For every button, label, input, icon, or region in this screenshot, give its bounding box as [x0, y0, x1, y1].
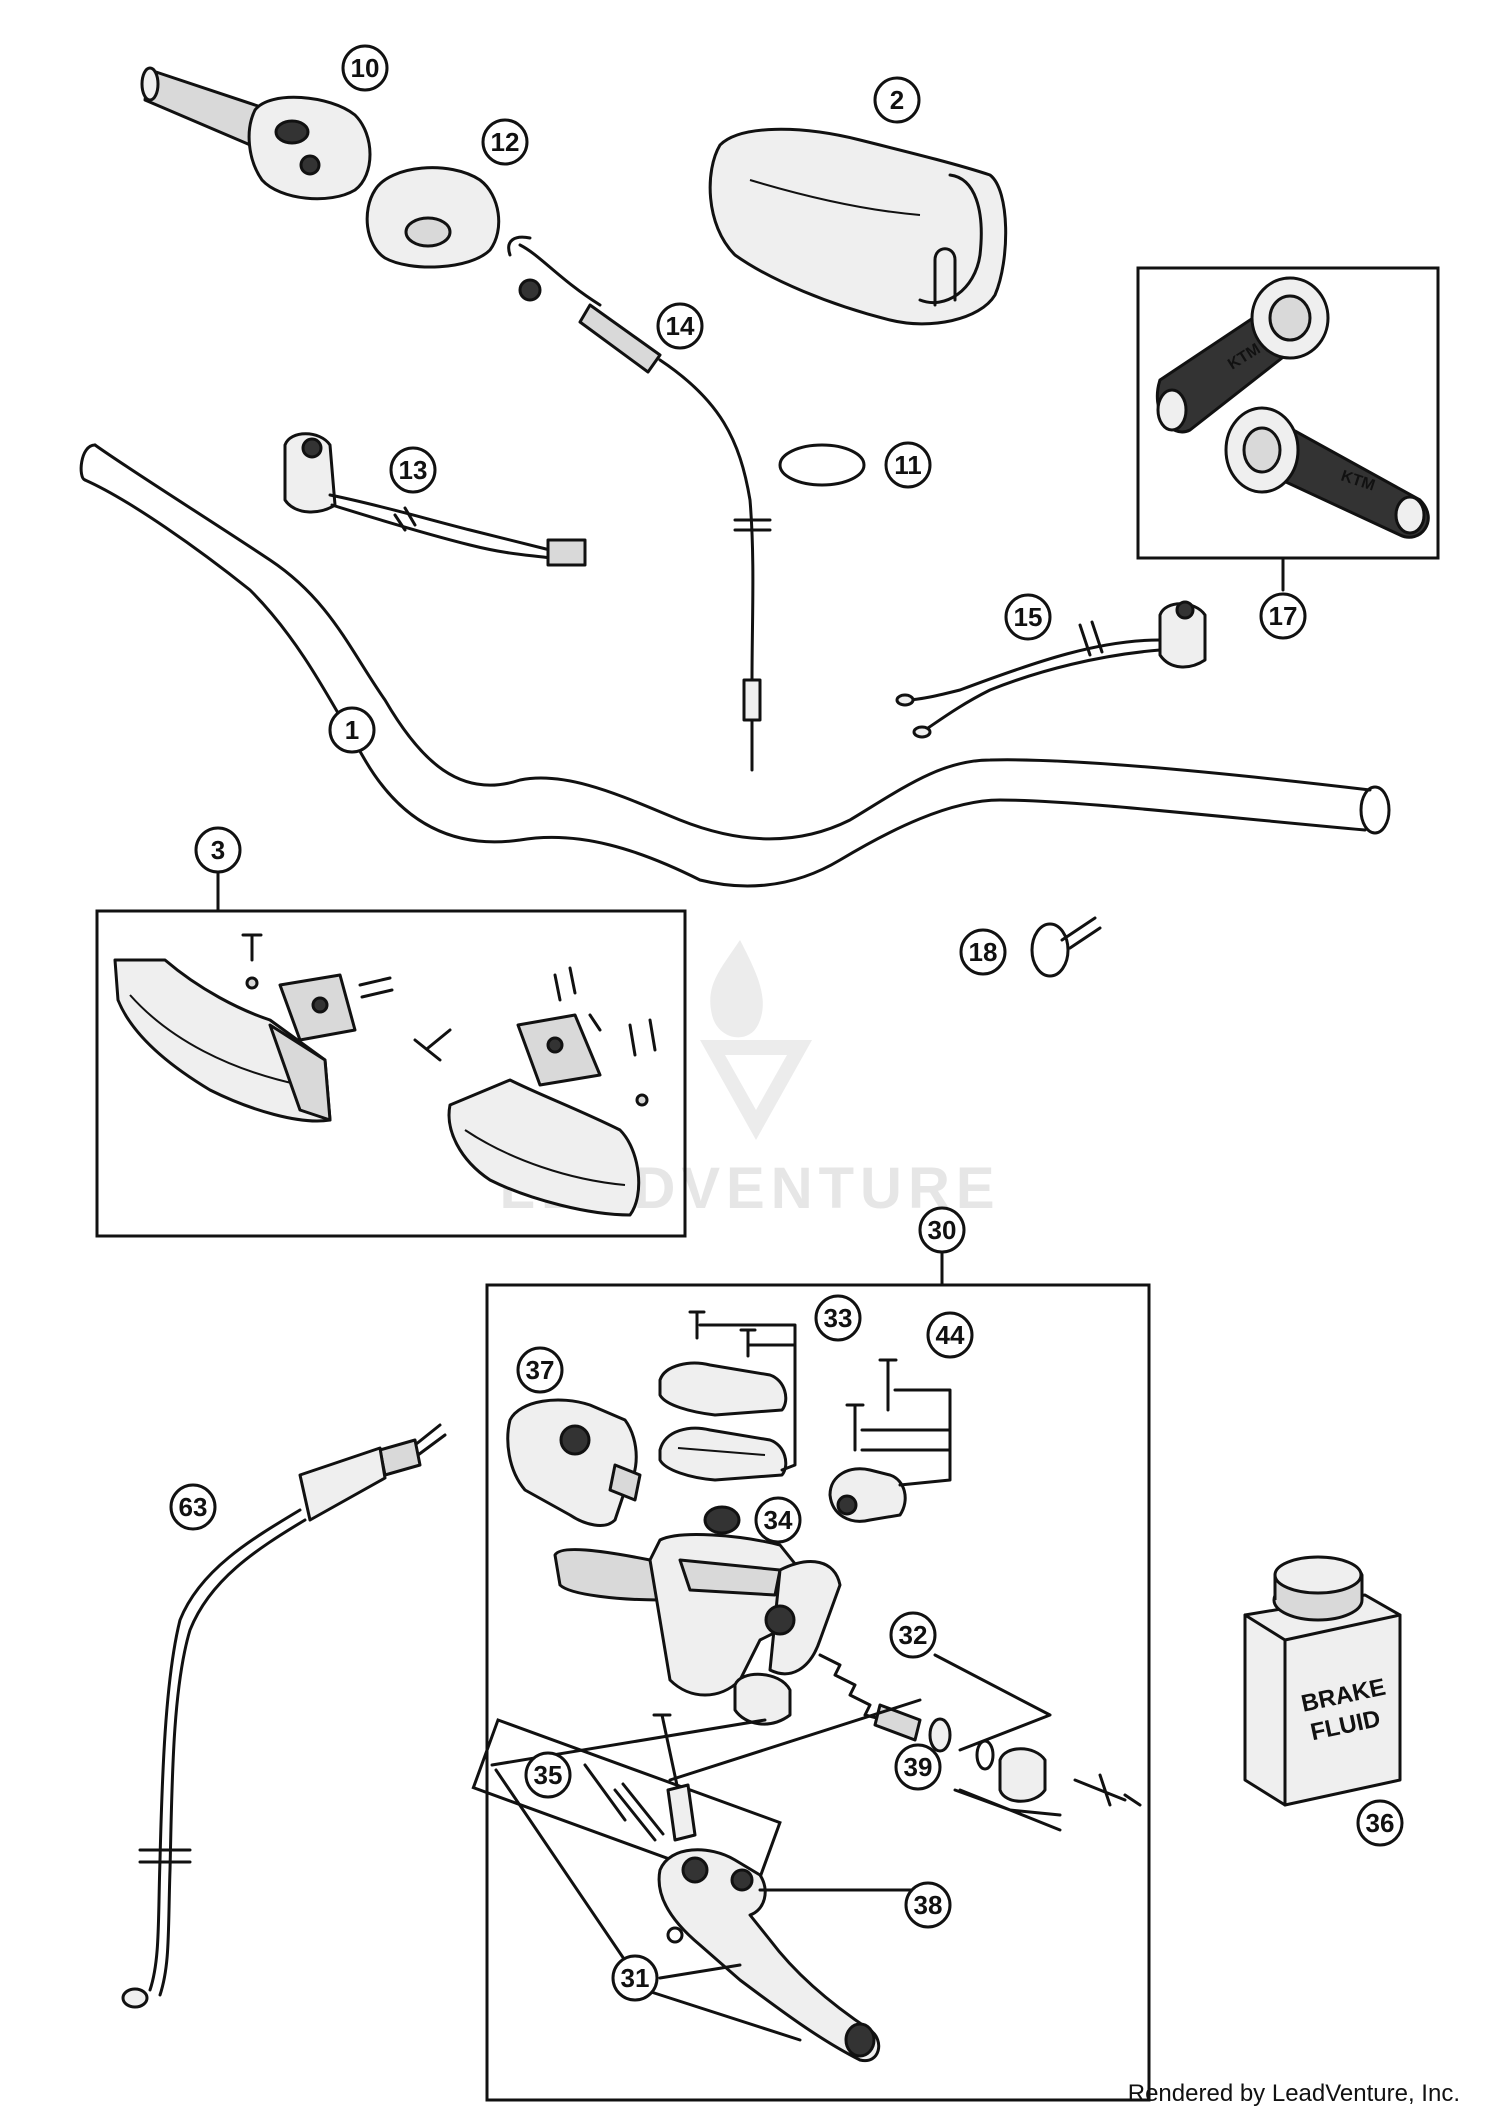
callout-circle	[1356, 1799, 1404, 1847]
callout-label: 13	[399, 455, 428, 485]
part-30-clutch-master-cylinder[interactable]	[471, 1251, 1151, 2102]
watermark-v-icon	[700, 1040, 812, 1140]
part-34-rubber-boot[interactable]	[703, 1505, 741, 1535]
callout-circle	[918, 1206, 966, 1254]
callout-label: 44	[936, 1320, 965, 1350]
callout-label: 11	[894, 450, 922, 480]
callout-30[interactable]: 30	[918, 1206, 966, 1254]
callout-circle	[524, 1751, 572, 1799]
callout-circle	[169, 1483, 217, 1531]
callout-label: 35	[534, 1760, 563, 1790]
callout-34[interactable]: 34	[754, 1496, 802, 1544]
part-33-reservoir-cover[interactable]	[658, 1310, 797, 1482]
callout-44[interactable]: 44	[926, 1311, 974, 1359]
callout-label: 37	[526, 1355, 555, 1385]
callout-circle	[894, 1743, 942, 1791]
part-2-handlebar-pad[interactable]	[708, 127, 1008, 326]
callout-circle	[341, 44, 389, 92]
callout-14[interactable]: 14	[656, 302, 704, 350]
part-18-cable-tie[interactable]	[1030, 916, 1102, 978]
callout-circle	[754, 1496, 802, 1544]
callout-circle	[926, 1311, 974, 1359]
callout-label: 3	[211, 835, 225, 865]
callout-31[interactable]: 31	[611, 1954, 659, 2002]
part-10-throttle-assembly[interactable]	[140, 66, 372, 201]
callout-label: 14	[666, 311, 695, 341]
callout-label: 39	[904, 1752, 933, 1782]
callout-label: 17	[1269, 601, 1298, 631]
callout-18[interactable]: 18	[959, 928, 1007, 976]
part-63-hot-start-cable[interactable]	[121, 1423, 447, 2009]
watermark-flame-icon	[710, 940, 763, 1038]
callout-circle	[959, 928, 1007, 976]
part-37-lever-cover[interactable]	[506, 1398, 642, 1527]
part-3-hand-guard-set[interactable]	[95, 871, 687, 1238]
part-36-brake-fluid[interactable]: BRAKE FLUID	[1243, 1555, 1402, 1807]
callout-circle	[904, 1881, 952, 1929]
part-44-handlebar-clamp[interactable]	[828, 1358, 952, 1523]
callout-33[interactable]: 33	[814, 1294, 862, 1342]
footer-credit: Rendered by LeadVenture, Inc.	[1127, 2080, 1460, 2107]
callout-label: 31	[621, 1963, 650, 1993]
callout-label: 38	[914, 1890, 943, 1920]
callout-35[interactable]: 35	[524, 1751, 572, 1799]
callout-13[interactable]: 13	[389, 446, 437, 494]
part-12-throttle-cover[interactable]	[365, 166, 501, 269]
callout-label: 2	[890, 85, 904, 115]
part-14-throttle-cable[interactable]	[507, 235, 772, 772]
part-15-kill-switch[interactable]	[895, 600, 1207, 739]
callout-label: 34	[764, 1505, 793, 1535]
callout-circle	[884, 441, 932, 489]
callout-circle	[814, 1294, 862, 1342]
callout-circle	[611, 1954, 659, 2002]
callout-circle	[516, 1346, 564, 1394]
callout-39[interactable]: 39	[894, 1743, 942, 1791]
callout-circle	[656, 302, 704, 350]
callout-11[interactable]: 11	[884, 441, 932, 489]
callout-15[interactable]: 15	[1004, 593, 1052, 641]
callout-36[interactable]: 36	[1356, 1799, 1404, 1847]
callout-label: 30	[928, 1215, 957, 1245]
callout-label: 1	[345, 715, 359, 745]
part-31-clutch-lever[interactable]	[490, 1698, 932, 2063]
callout-12[interactable]: 12	[481, 118, 529, 166]
callout-label: 12	[491, 127, 520, 157]
callout-circle	[194, 826, 242, 874]
part-39-pushrod-boot[interactable]	[953, 1747, 1142, 1832]
part-13-switch-cable[interactable]	[283, 432, 587, 567]
callout-circle	[389, 446, 437, 494]
callout-circle	[328, 706, 376, 754]
callout-label: 15	[1014, 602, 1043, 632]
callout-label: 10	[351, 53, 380, 83]
callout-38[interactable]: 38	[904, 1881, 952, 1929]
callout-label: 18	[969, 937, 998, 967]
part-32-piston-kit[interactable]	[818, 1653, 1052, 1771]
callout-label: 33	[824, 1303, 853, 1333]
callout-label: 36	[1366, 1808, 1395, 1838]
callout-37[interactable]: 37	[516, 1346, 564, 1394]
callout-circle	[481, 118, 529, 166]
callout-3[interactable]: 3	[194, 826, 242, 874]
callout-2[interactable]: 2	[873, 76, 921, 124]
callout-circle	[889, 1611, 937, 1659]
callout-label: 32	[899, 1620, 928, 1650]
callout-10[interactable]: 10	[341, 44, 389, 92]
part-11-o-ring[interactable]	[778, 443, 866, 487]
callout-label: 63	[179, 1492, 208, 1522]
callout-circle	[1004, 593, 1052, 641]
callout-circle	[1259, 592, 1307, 640]
callout-circle	[873, 76, 921, 124]
callout-63[interactable]: 63	[169, 1483, 217, 1531]
callout-17[interactable]: 17	[1259, 592, 1307, 640]
callout-1[interactable]: 1	[328, 706, 376, 754]
master-cylinder-body[interactable]	[553, 1533, 842, 1726]
part-1-handlebar[interactable]	[79, 443, 1391, 888]
part-17-grip-set[interactable]: KTM KTM	[1136, 266, 1440, 592]
callout-32[interactable]: 32	[889, 1611, 937, 1659]
